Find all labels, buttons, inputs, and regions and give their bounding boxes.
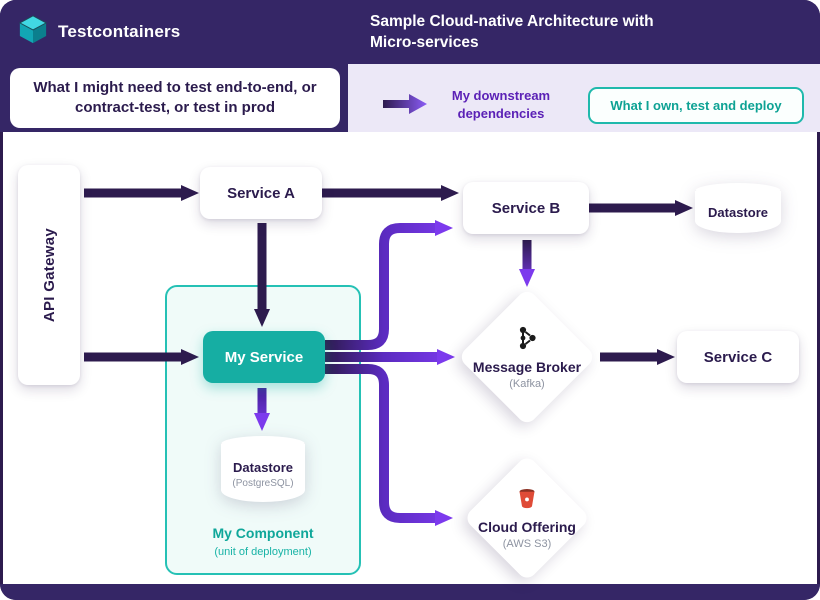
datastore-pg-label: Datastore	[233, 460, 293, 475]
service-b-label: Service B	[491, 199, 561, 217]
my-component-subtitle: (unit of deployment)	[214, 546, 312, 558]
node-datastore-service-b: Datastore	[695, 183, 781, 233]
testcontainers-cube-icon	[18, 14, 48, 49]
page-title: Sample Cloud-native Architecture with Mi…	[370, 13, 654, 52]
message-broker-subtitle: (Kafka)	[509, 377, 545, 390]
node-service-b: Service B	[463, 182, 589, 234]
datastore-b-label: Datastore	[708, 205, 768, 220]
gradient-arrow-right-icon	[383, 92, 427, 116]
node-api-gateway: API Gateway	[18, 165, 80, 385]
service-c-label: Service C	[703, 348, 773, 366]
service-a-label: Service A	[227, 184, 295, 202]
legend-downstream-label: My downstream dependencies	[451, 88, 551, 121]
legend-ownership-pill: What I own, test and deploy	[588, 87, 804, 124]
datastore-pg-subtitle: (PostgreSQL)	[232, 478, 294, 489]
kafka-icon	[516, 325, 538, 356]
brand: Testcontainers	[18, 14, 180, 49]
footer-band	[0, 584, 820, 600]
aws-s3-bucket-icon	[517, 487, 537, 516]
my-component-title: My Component	[212, 525, 314, 541]
cloud-offering-label: Cloud Offering	[478, 518, 576, 535]
node-message-broker: Message Broker (Kafka)	[452, 282, 602, 432]
brand-name: Testcontainers	[58, 21, 181, 41]
my-component-boundary: My Component (unit of deployment)	[165, 285, 361, 575]
my-service-label: My Service	[224, 348, 304, 366]
cloud-offering-subtitle: (AWS S3)	[502, 537, 552, 550]
node-cloud-offering: Cloud Offering (AWS S3)	[452, 450, 602, 586]
message-broker-label: Message Broker	[472, 358, 582, 375]
api-gateway-label: API Gateway	[40, 227, 58, 323]
node-my-service: My Service	[203, 331, 325, 383]
test-scope-note: What I might need to test end-to-end, or…	[10, 68, 340, 128]
node-service-c: Service C	[677, 331, 799, 383]
node-datastore-postgresql: Datastore (PostgreSQL)	[221, 436, 305, 502]
node-service-a: Service A	[200, 167, 322, 219]
